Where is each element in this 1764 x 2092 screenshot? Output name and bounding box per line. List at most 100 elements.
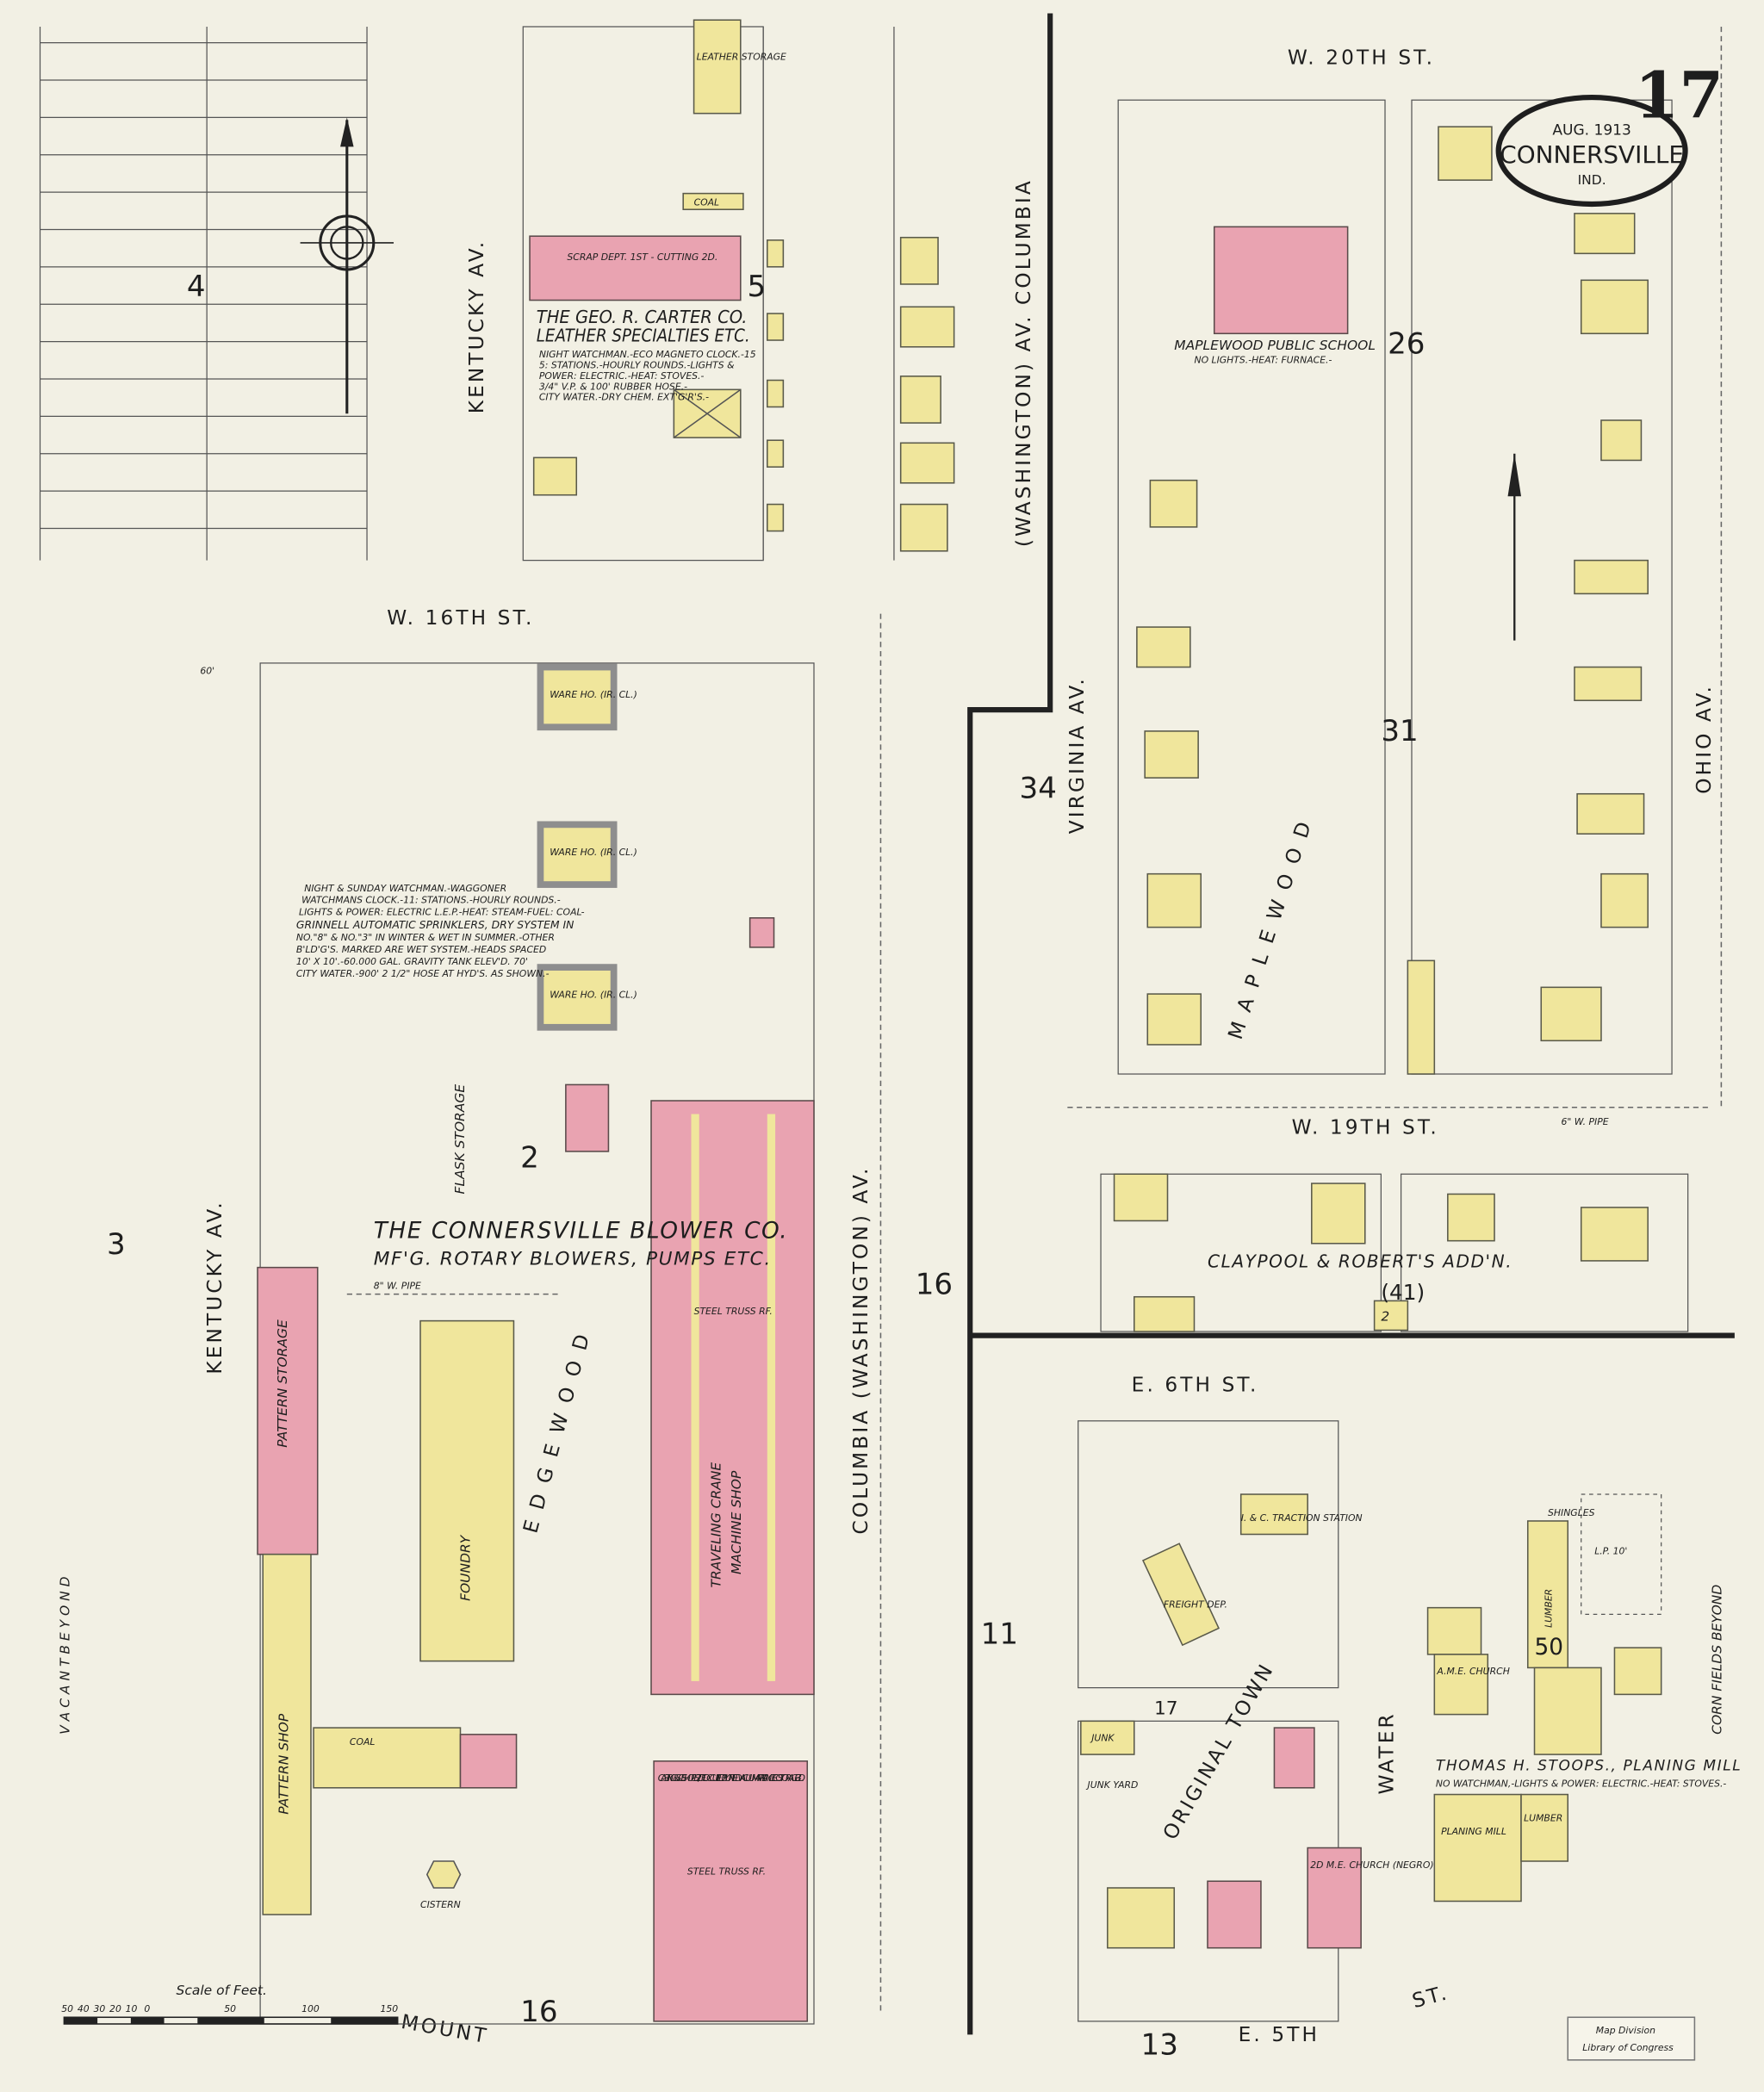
svg-text:11: 11 bbox=[981, 1617, 1018, 1652]
svg-text:50: 50 bbox=[61, 2003, 73, 2014]
street-w16th: W. 16TH ST. bbox=[387, 606, 534, 630]
svg-text:SCRAP DEPT. 1ST - CUTTING 2D.: SCRAP DEPT. 1ST - CUTTING 2D. bbox=[567, 251, 717, 263]
svg-text:CITY WATER.-DRY CHEM. EXT'G'R': CITY WATER.-DRY CHEM. EXT'G'R'S.- bbox=[539, 392, 709, 403]
svg-text:16: 16 bbox=[520, 1995, 557, 2029]
blower-company-block: WARE HO. (IR. CL.) WARE HO. (IR. CL.) WA… bbox=[257, 662, 815, 2025]
svg-text:NO."8" & NO."3" IN WINTER & WE: NO."8" & NO."3" IN WINTER & WET IN SUMME… bbox=[296, 932, 555, 943]
maplewood-blocks: MAPLEWOOD PUBLIC SCHOOL NO LIGHTS.-HEAT:… bbox=[1117, 99, 1673, 1075]
street-w19th: W. 19TH ST. bbox=[1292, 1116, 1439, 1139]
svg-text:GRINNELL AUTOMATIC SPRINKLERS,: GRINNELL AUTOMATIC SPRINKLERS, DRY SYSTE… bbox=[296, 918, 575, 931]
svg-text:CLAYPOOL & ROBERT'S ADD'N.: CLAYPOOL & ROBERT'S ADD'N. bbox=[1208, 1251, 1512, 1272]
svg-text:THOMAS H. STOOPS., PLANING MIL: THOMAS H. STOOPS., PLANING MILL bbox=[1436, 1758, 1742, 1775]
street-columbia-top: (WASHINGTON) AV. COLUMBIA bbox=[1012, 178, 1035, 547]
svg-text:5: 5 bbox=[748, 270, 767, 304]
map-city: CONNERSVILLE bbox=[1500, 140, 1684, 169]
svg-text:Map Division: Map Division bbox=[1596, 2025, 1655, 2036]
svg-text:LUMBER: LUMBER bbox=[1544, 1589, 1555, 1628]
title-cartouche: AUG. 1913 CONNERSVILLE IND. 17 bbox=[1495, 57, 1724, 208]
street-kentucky-bottom: KENTUCKY AV. bbox=[203, 1200, 227, 1374]
library-stamp: Map Division Library of Congress bbox=[1567, 2016, 1696, 2061]
svg-text:8" W. PIPE: 8" W. PIPE bbox=[374, 1280, 421, 1291]
street-ohio: OHIO AV. bbox=[1693, 684, 1716, 794]
planing-mill bbox=[1433, 1793, 1522, 1903]
svg-text:LUMBER: LUMBER bbox=[1524, 1813, 1562, 1824]
svg-text:MACHINE SHOP: MACHINE SHOP bbox=[729, 1470, 744, 1574]
svg-text:A.M.E. CHURCH: A.M.E. CHURCH bbox=[1436, 1666, 1509, 1677]
svg-text:Scale of Feet.: Scale of Feet. bbox=[177, 1983, 267, 1998]
street-kentucky-top: KENTUCKY AV. bbox=[465, 239, 488, 413]
svg-text:10: 10 bbox=[126, 2003, 138, 2014]
svg-text:PATTERN SHOP: PATTERN SHOP bbox=[276, 1713, 292, 1815]
svg-text:JUNK YARD: JUNK YARD bbox=[1086, 1779, 1139, 1791]
svg-text:PLANING MILL: PLANING MILL bbox=[1441, 1826, 1506, 1837]
svg-text:NO LIGHTS.-HEAT: FURNACE.-: NO LIGHTS.-HEAT: FURNACE.- bbox=[1194, 354, 1332, 365]
svg-text:STEEL TRUSS RF.: STEEL TRUSS RF. bbox=[687, 1865, 766, 1877]
svg-text:WATCHMANS CLOCK.-11: STATIONS.: WATCHMANS CLOCK.-11: STATIONS.-HOURLY RO… bbox=[301, 895, 561, 906]
map-state: IND. bbox=[1578, 172, 1606, 188]
carter-factory bbox=[529, 235, 742, 301]
carter-company-name: THE GEO. R. CARTER CO. bbox=[537, 307, 748, 327]
map-date: AUG. 1913 bbox=[1552, 121, 1631, 139]
svg-text:WARE HO. (IR. CL.): WARE HO. (IR. CL.) bbox=[550, 689, 637, 700]
block-number: 4 bbox=[187, 270, 206, 304]
svg-text:2: 2 bbox=[1381, 1309, 1389, 1325]
carter-company-subtitle: LEATHER SPECIALTIES ETC. bbox=[537, 326, 750, 346]
svg-text:COAL: COAL bbox=[694, 197, 720, 208]
svg-text:NO WATCHMAN,-LIGHTS & POWER: E: NO WATCHMAN,-LIGHTS & POWER: ELECTRIC.-H… bbox=[1436, 1778, 1727, 1789]
svg-text:100: 100 bbox=[301, 2003, 320, 2014]
svg-text:NIGHT WATCHMAN.-ECO MAGNETO CL: NIGHT WATCHMAN.-ECO MAGNETO CLOCK.-15 bbox=[539, 349, 756, 360]
maplewood-school bbox=[1213, 226, 1349, 335]
svg-text:2D M.E. CHURCH (NEGRO): 2D M.E. CHURCH (NEGRO) bbox=[1310, 1859, 1433, 1871]
svg-text:17: 17 bbox=[1154, 1698, 1178, 1720]
svg-text:3: 3 bbox=[107, 1227, 126, 1262]
svg-text:FOUNDRY: FOUNDRY bbox=[457, 1534, 473, 1601]
svg-text:16: 16 bbox=[916, 1268, 953, 1302]
svg-text:40: 40 bbox=[78, 2003, 90, 2014]
svg-text:PATTERN STORAGE: PATTERN STORAGE bbox=[275, 1319, 290, 1448]
svg-text:20: 20 bbox=[109, 2003, 121, 2014]
svg-text:LIGHTS & POWER: ELECTRIC L.E.P: LIGHTS & POWER: ELECTRIC L.E.P.-HEAT: ST… bbox=[299, 907, 585, 918]
svg-text:30: 30 bbox=[93, 2003, 105, 2014]
scale-bar: Scale of Feet. 50 40 30 20 10 0 50 100 1… bbox=[61, 1983, 399, 2025]
svg-text:Library of Congress: Library of Congress bbox=[1582, 2042, 1674, 2053]
svg-text:34: 34 bbox=[1020, 771, 1057, 805]
street-columbia-bottom: COLUMBIA (WASHINGTON) AV. bbox=[849, 1166, 873, 1535]
svg-text:6" W. PIPE: 6" W. PIPE bbox=[1561, 1116, 1608, 1127]
svg-text:FREIGHT DEP.: FREIGHT DEP. bbox=[1164, 1599, 1227, 1611]
svg-text:0: 0 bbox=[144, 2003, 150, 2014]
svg-text:WARE HO. (IR. CL.): WARE HO. (IR. CL.) bbox=[550, 847, 637, 858]
svg-text:150: 150 bbox=[381, 2003, 399, 2014]
foundry bbox=[419, 1319, 515, 1662]
svg-text:CISTERN: CISTERN bbox=[420, 1899, 461, 1910]
svg-text:CORN FIELDS BEYOND: CORN FIELDS BEYOND bbox=[1709, 1585, 1724, 1735]
svg-text:LEATHER STORAGE: LEATHER STORAGE bbox=[697, 52, 786, 63]
north-arrow-compass bbox=[300, 117, 394, 414]
claypool-block: CLAYPOOL & ROBERT'S ADD'N. (41) 2 bbox=[1100, 1173, 1689, 1332]
svg-text:MF'G. ROTARY BLOWERS, PUMPS ET: MF'G. ROTARY BLOWERS, PUMPS ETC. bbox=[374, 1249, 772, 1270]
svg-text:COAL: COAL bbox=[350, 1736, 376, 1747]
svg-text:10' X 10'.-60.000 GAL. GRAVITY: 10' X 10'.-60.000 GAL. GRAVITY TANK ELEV… bbox=[296, 956, 528, 967]
svg-text:THE CONNERSVILLE BLOWER CO.: THE CONNERSVILLE BLOWER CO. bbox=[374, 1219, 788, 1245]
sheet-number: 17 bbox=[1635, 57, 1724, 133]
svg-text:50: 50 bbox=[224, 2003, 236, 2014]
svg-text:V A C A N T B E Y O N D: V A C A N T B E Y O N D bbox=[58, 1576, 73, 1734]
svg-text:26: 26 bbox=[1388, 327, 1425, 362]
svg-text:60': 60' bbox=[200, 665, 214, 676]
street-e6th: E. 6TH ST. bbox=[1132, 1374, 1259, 1397]
svg-text:L.P. 10': L.P. 10' bbox=[1594, 1546, 1627, 1557]
svg-text:TRAVELING CRANE: TRAVELING CRANE bbox=[709, 1462, 724, 1588]
svg-text:FLASK STORAGE: FLASK STORAGE bbox=[452, 1084, 468, 1195]
svg-text:2: 2 bbox=[520, 1140, 539, 1175]
united-vacuum-building bbox=[653, 1760, 809, 2022]
svg-text:5: STATIONS.-HOURLY ROUNDS.-LI: 5: STATIONS.-HOURLY ROUNDS.-LIGHTS & bbox=[539, 360, 735, 371]
svg-text:31: 31 bbox=[1381, 714, 1418, 748]
svg-text:NIGHT & SUNDAY WATCHMAN.-WAGGO: NIGHT & SUNDAY WATCHMAN.-WAGGONER bbox=[304, 883, 506, 894]
svg-text:I. & C. TRACTION STATION: I. & C. TRACTION STATION bbox=[1241, 1512, 1363, 1524]
block-4-lots bbox=[39, 26, 368, 561]
leather-storage bbox=[693, 19, 742, 115]
block-5: LEATHER STORAGE COAL SCRAP DEPT. 1ST - C… bbox=[522, 19, 955, 562]
svg-text:CITY WATER.-900' 2 1/2" HOSE A: CITY WATER.-900' 2 1/2" HOSE AT HYD'S. A… bbox=[296, 968, 550, 979]
ame-church bbox=[1433, 1654, 1489, 1716]
svg-text:MAPLEWOOD PUBLIC SCHOOL: MAPLEWOOD PUBLIC SCHOOL bbox=[1174, 338, 1376, 353]
machine-shop bbox=[650, 1100, 815, 1696]
